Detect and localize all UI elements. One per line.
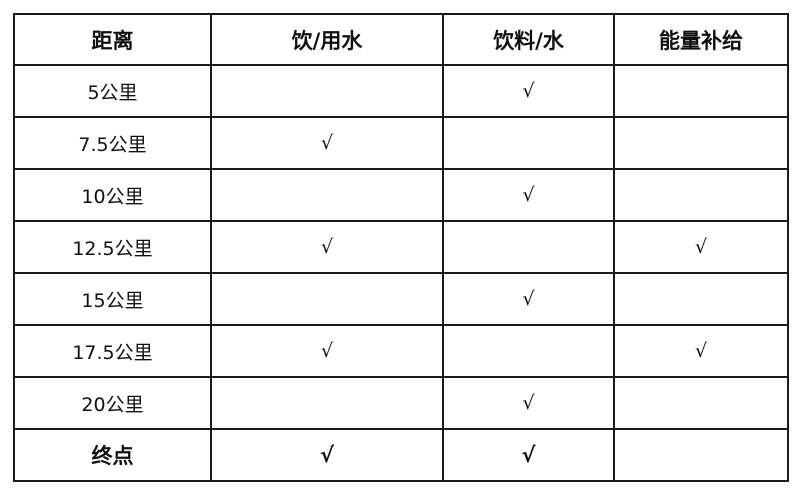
table-row: 10公里 √ bbox=[13, 168, 789, 222]
energy-supply-cell: √ bbox=[613, 220, 789, 274]
drinking-water-cell: √ bbox=[210, 324, 444, 378]
drinking-water-cell bbox=[210, 376, 444, 430]
energy-supply-cell bbox=[613, 168, 789, 222]
beverage-water-cell: √ bbox=[442, 272, 615, 326]
beverage-water-cell bbox=[442, 324, 615, 378]
table-row: 17.5公里 √ √ bbox=[13, 324, 789, 378]
header-energy-supply: 能量补给 bbox=[613, 13, 789, 66]
distance-cell: 5公里 bbox=[13, 64, 212, 118]
supply-station-table: 距离 饮/用水 饮料/水 能量补给 5公里 √ 7.5公里 √ 10公里 √ 1… bbox=[13, 13, 789, 482]
energy-supply-cell bbox=[613, 376, 789, 430]
energy-supply-cell bbox=[613, 272, 789, 326]
beverage-water-cell: √ bbox=[442, 428, 615, 482]
table-row: 5公里 √ bbox=[13, 64, 789, 118]
energy-supply-cell bbox=[613, 428, 789, 482]
distance-cell: 12.5公里 bbox=[13, 220, 212, 274]
beverage-water-cell: √ bbox=[442, 168, 615, 222]
drinking-water-cell bbox=[210, 272, 444, 326]
distance-cell: 10公里 bbox=[13, 168, 212, 222]
table-row: 12.5公里 √ √ bbox=[13, 220, 789, 274]
distance-cell: 15公里 bbox=[13, 272, 212, 326]
energy-supply-cell bbox=[613, 64, 789, 118]
distance-cell: 17.5公里 bbox=[13, 324, 212, 378]
header-row: 距离 饮/用水 饮料/水 能量补给 bbox=[13, 13, 789, 66]
energy-supply-cell bbox=[613, 116, 789, 170]
table-row: 7.5公里 √ bbox=[13, 116, 789, 170]
drinking-water-cell: √ bbox=[210, 428, 444, 482]
drinking-water-cell bbox=[210, 168, 444, 222]
beverage-water-cell: √ bbox=[442, 376, 615, 430]
header-drinking-water: 饮/用水 bbox=[210, 13, 444, 66]
drinking-water-cell: √ bbox=[210, 220, 444, 274]
energy-supply-cell: √ bbox=[613, 324, 789, 378]
table-row: 15公里 √ bbox=[13, 272, 789, 326]
distance-cell: 20公里 bbox=[13, 376, 212, 430]
beverage-water-cell bbox=[442, 220, 615, 274]
drinking-water-cell bbox=[210, 64, 444, 118]
drinking-water-cell: √ bbox=[210, 116, 444, 170]
header-distance: 距离 bbox=[13, 13, 212, 66]
beverage-water-cell bbox=[442, 116, 615, 170]
table-row: 20公里 √ bbox=[13, 376, 789, 430]
header-beverage-water: 饮料/水 bbox=[442, 13, 615, 66]
distance-cell: 7.5公里 bbox=[13, 116, 212, 170]
beverage-water-cell: √ bbox=[442, 64, 615, 118]
distance-cell: 终点 bbox=[13, 428, 212, 482]
finish-row: 终点 √ √ bbox=[13, 428, 789, 482]
